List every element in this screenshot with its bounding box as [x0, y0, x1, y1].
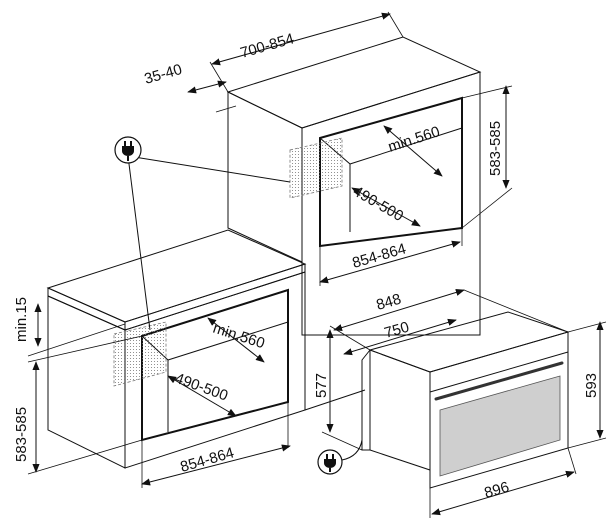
power-cable	[341, 439, 363, 461]
tall-back-gap-label: 35-40	[142, 61, 184, 88]
tall-depth-label: 700-854	[238, 30, 296, 62]
appliance-overall-depth-label: 848	[374, 291, 403, 314]
base-top-gap-label: min.15	[13, 297, 30, 342]
plug-pointer-tall	[127, 155, 291, 183]
tall-unit-front	[301, 71, 481, 336]
base-socket-zone	[113, 321, 167, 387]
base-unit-left-side	[47, 295, 126, 469]
power-plug-icon	[114, 136, 142, 164]
base-niche-depth-label: min.560	[211, 320, 267, 353]
oven-handle	[434, 361, 564, 401]
plug-pointer-base	[127, 155, 151, 331]
oven-appliance	[341, 311, 570, 489]
under-counter-unit	[46, 229, 366, 469]
tall-socket-zone	[289, 137, 343, 199]
base-niche-height-label: 583-585	[13, 407, 30, 462]
oven-side	[369, 349, 431, 471]
appliance-front-width-label: 896	[482, 479, 511, 502]
tall-niche-inner-depth-label: 490-500	[350, 183, 406, 225]
appliance-front-height-label: 593	[583, 373, 600, 398]
tall-niche-width-label: 854-864	[350, 240, 408, 272]
tall-niche-depth-label: min.560	[386, 123, 442, 156]
appliance-body-depth-label: 750	[382, 319, 411, 342]
power-plug-icon	[317, 449, 343, 475]
base-niche-inner-depth-label: 490-500	[173, 370, 231, 405]
appliance-body-height-label: 577	[313, 373, 330, 398]
tall-niche-height-label: 583-585	[487, 121, 504, 176]
tall-unit	[226, 36, 482, 336]
base-niche-width-label: 854-864	[178, 444, 236, 476]
oven-door-glass	[439, 375, 561, 477]
